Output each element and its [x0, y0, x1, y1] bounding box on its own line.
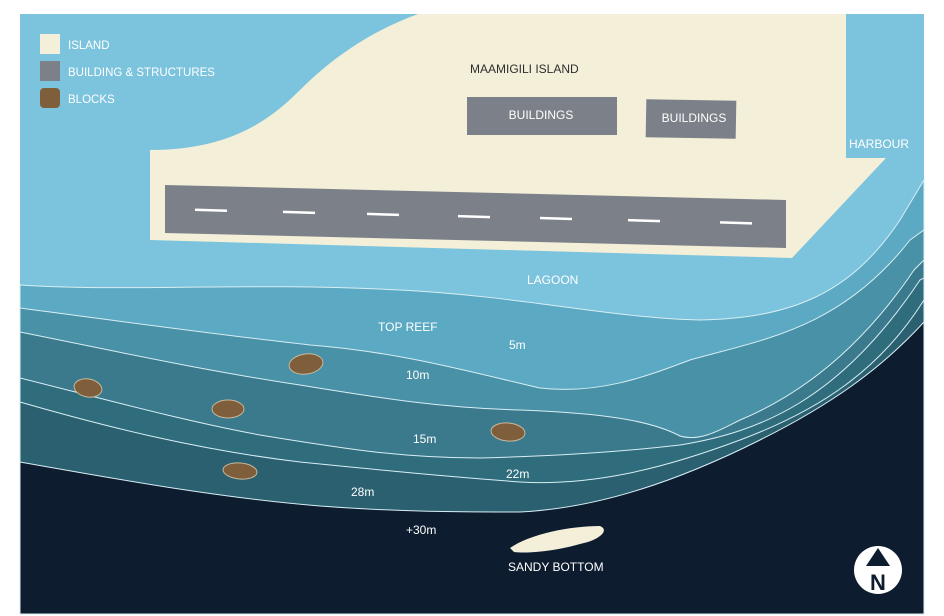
- compass-letter: N: [870, 570, 886, 595]
- depth-10m-label: 10m: [406, 368, 429, 382]
- sandy-bottom-patch: [510, 526, 604, 553]
- runway-dash-2: [282, 210, 316, 215]
- legend: ISLAND BUILDING & STRUCTURES BLOCKS: [40, 34, 215, 108]
- building-swatch: [40, 61, 60, 81]
- harbour-water: [848, 14, 924, 164]
- harbour-label: HARBOUR: [849, 137, 909, 151]
- lagoon-label: LAGOON: [527, 273, 578, 287]
- block-4: [490, 422, 526, 442]
- depth-30m-label: +30m: [406, 523, 436, 537]
- depth-15m-label: 15m: [413, 432, 436, 446]
- island-name-label: MAAMIGILI ISLAND: [470, 62, 579, 76]
- building-1: [467, 97, 617, 135]
- legend-label-buildings: BUILDING & STRUCTURES: [68, 67, 215, 79]
- runway-dash-6: [627, 218, 661, 223]
- deep-water-area: [19, 320, 925, 615]
- runway-dash-5: [539, 216, 573, 221]
- building-2-label: BUILDINGS: [662, 111, 727, 125]
- block-1: [288, 353, 324, 375]
- depth-22m-label: 22m: [506, 467, 529, 481]
- block-5: [222, 462, 258, 480]
- runway: [165, 185, 786, 248]
- runway-markings: [194, 208, 753, 225]
- runway-dash-4: [457, 214, 491, 219]
- building-1-label: BUILDINGS: [509, 108, 574, 122]
- top-reef-label: TOP REEF: [378, 320, 438, 334]
- depth-28m-label: 28m: [351, 485, 374, 499]
- block-3: [211, 399, 245, 419]
- building-2: [645, 99, 737, 139]
- block-2: [73, 378, 103, 398]
- runway-dash-3: [366, 212, 400, 217]
- depth-5m-label: 5m: [509, 338, 526, 352]
- runway-dash-1: [194, 208, 228, 212]
- sandy-bottom-label: SANDY BOTTOM: [508, 560, 604, 574]
- runway-dash-7: [719, 221, 753, 225]
- legend-label-island: ISLAND: [68, 40, 110, 52]
- blocks-group: [73, 353, 526, 480]
- island-swatch: [40, 34, 60, 54]
- legend-label-blocks: BLOCKS: [68, 94, 115, 106]
- north-arrow-icon: N: [854, 546, 902, 595]
- block-swatch: [40, 88, 60, 108]
